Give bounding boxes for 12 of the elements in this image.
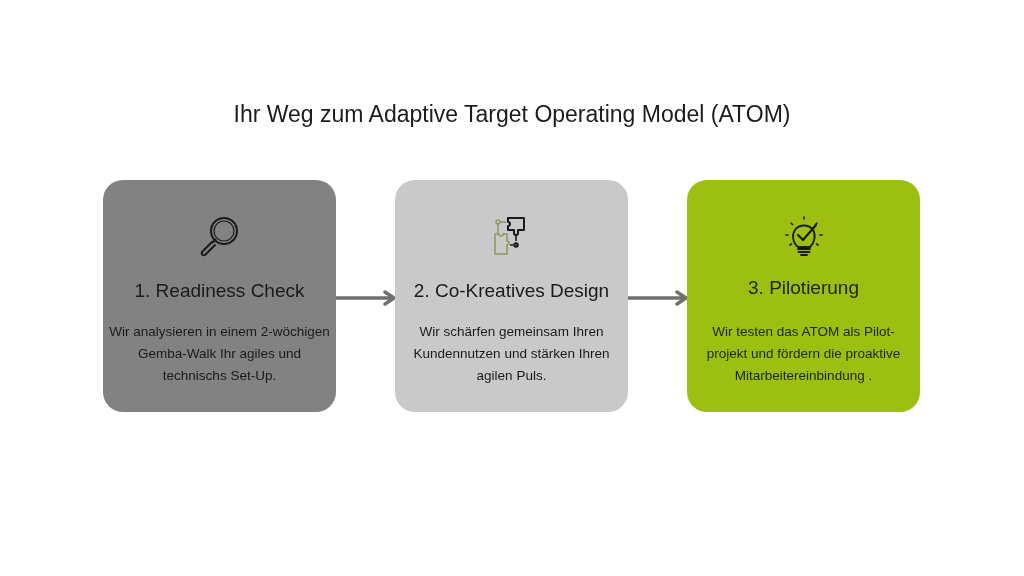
- step-description: Wir schärfen gemeinsam Ihren Kundennutzen und stärken Ihren agilen Puls.: [412, 323, 611, 385]
- step-title: 2. Co-Kreatives Design: [412, 279, 611, 303]
- diagram-title: Ihr Weg zum Adaptive Target Operating Model (ATOM): [232, 100, 792, 129]
- step-card: [687, 180, 920, 412]
- step-card: [103, 180, 336, 412]
- step-title: 1. Readiness Check: [133, 279, 306, 303]
- arrow: [336, 290, 396, 306]
- step-title: 3. Pilotierung: [747, 276, 860, 300]
- step-description: Wir analysieren in einem 2-wöchigen Gemba-Walk Ihr agiles und technischs Set-Up.: [108, 323, 331, 385]
- step-card: [395, 180, 628, 412]
- arrow: [628, 290, 688, 306]
- step-description: Wir testen das ATOM als Pilot-projekt und fördern die proaktive Mitarbeitereinbindung .: [705, 323, 902, 385]
